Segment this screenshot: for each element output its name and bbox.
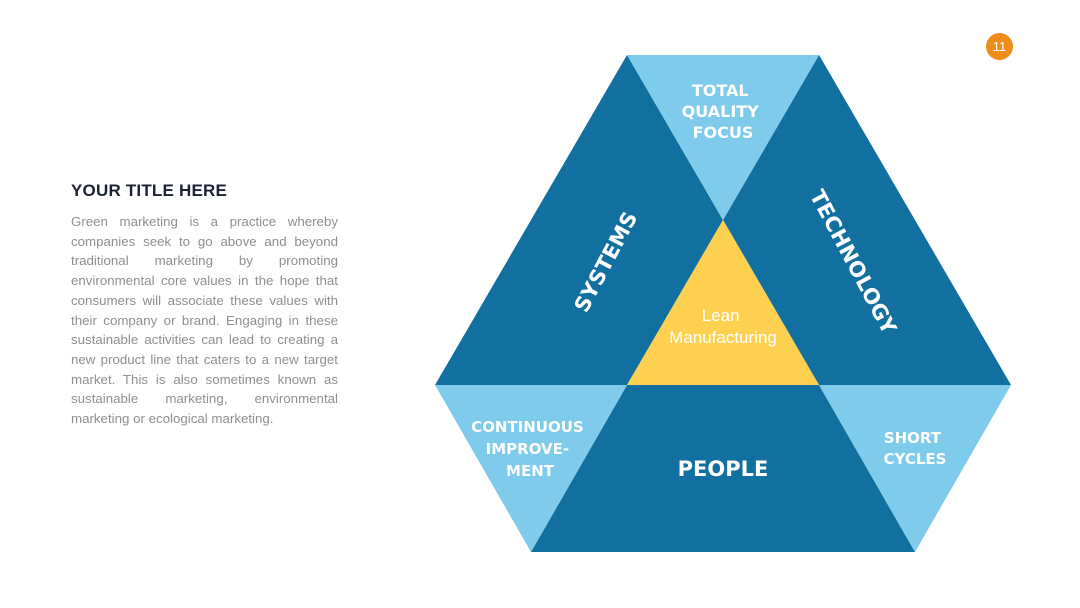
short-cycles-label: SHORT CYCLES <box>884 429 947 468</box>
technology-segment <box>723 55 1011 385</box>
slide-title: YOUR TITLE HERE <box>71 181 228 200</box>
continuous-improvement-line-2: IMPROVE- <box>486 440 569 458</box>
total-quality-focus-line-1: TOTAL <box>692 81 749 100</box>
slide-body-text: Green marketing is a practice whereby co… <box>71 214 338 427</box>
lean-manufacturing-label: Lean Manufacturing <box>669 306 777 347</box>
short-cycles-line-1: SHORT <box>884 429 942 447</box>
total-quality-focus-label: TOTAL QUALITY FOCUS <box>682 81 765 142</box>
total-quality-focus-segment <box>627 55 819 220</box>
continuous-improvement-line-3: MENT <box>506 462 555 480</box>
people-label: PEOPLE <box>678 457 769 481</box>
total-quality-focus-line-2: QUALITY <box>682 102 760 121</box>
page-number-badge: 11 <box>986 33 1013 60</box>
continuous-improvement-label: CONTINUOUS IMPROVE- MENT <box>471 418 589 480</box>
lean-manufacturing-center <box>627 220 819 385</box>
lean-manufacturing-line-2: Manufacturing <box>669 328 777 347</box>
short-cycles-segment <box>819 385 1011 552</box>
continuous-improvement-line-1: CONTINUOUS <box>471 418 584 436</box>
continuous-improvement-segment <box>435 385 627 552</box>
total-quality-focus-line-3: FOCUS <box>693 123 754 142</box>
people-segment <box>531 385 915 552</box>
short-cycles-line-2: CYCLES <box>884 450 947 468</box>
systems-segment <box>435 55 723 385</box>
lean-manufacturing-line-1: Lean <box>702 306 740 325</box>
